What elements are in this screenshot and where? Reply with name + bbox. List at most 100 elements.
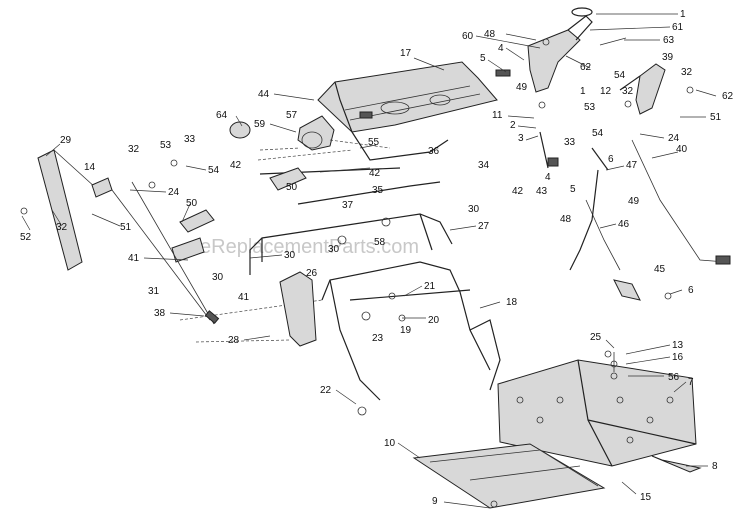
callout-27: 27 (478, 221, 490, 232)
callout-2: 2 (510, 120, 516, 131)
transmission-housing-part (497, 352, 702, 473)
callout-50-a: 50 (286, 182, 298, 193)
callout-46: 46 (618, 219, 630, 230)
callout-24-a: 24 (668, 133, 680, 144)
callout-17: 17 (400, 48, 412, 59)
callout-4-b: 4 (545, 172, 551, 183)
callout-64: 64 (216, 110, 228, 121)
right-handle-grip-part (619, 63, 666, 115)
callout-49-a: 49 (516, 82, 528, 93)
callout-42-a: 42 (230, 160, 242, 171)
callout-60: 60 (462, 31, 474, 42)
callout-40: 40 (676, 144, 688, 155)
callout-30-c: 30 (284, 250, 296, 261)
callout-6-b: 6 (688, 285, 694, 296)
control-cables-part (111, 139, 731, 325)
lower-handle-frame-part (179, 261, 501, 401)
callout-29: 29 (60, 135, 72, 146)
callout-14: 14 (84, 162, 96, 173)
callout-5-b: 5 (570, 184, 576, 195)
callout-52: 52 (20, 232, 32, 243)
callout-16: 16 (672, 352, 684, 363)
callout-48-b: 48 (560, 214, 572, 225)
hardware-part (20, 38, 694, 416)
bottom-cover-plate-part (412, 443, 606, 509)
callout-24-b: 24 (168, 187, 180, 198)
callout-38: 38 (154, 308, 166, 319)
callout-21: 21 (424, 281, 436, 292)
callout-43: 43 (536, 186, 548, 197)
callout-1: 1 (680, 9, 686, 20)
callout-6-a: 6 (608, 154, 614, 165)
callout-63: 63 (663, 35, 675, 46)
callout-32-c: 32 (128, 144, 140, 155)
callout-31: 31 (148, 286, 160, 297)
callout-47: 47 (626, 160, 638, 171)
left-handle-tube-part (37, 149, 97, 271)
callout-30-d: 30 (212, 272, 224, 283)
callout-11: 11 (492, 110, 503, 121)
callout-62-a: 62 (580, 62, 592, 73)
interlock-bar-part (257, 131, 449, 161)
upper-handle-part (249, 213, 453, 275)
callout-50-b: 50 (186, 198, 198, 209)
callout-59: 59 (254, 119, 266, 130)
callout-61: 61 (672, 22, 684, 33)
handle-side-panel-part (195, 271, 317, 347)
callout-5: 5 (480, 53, 486, 64)
callout-12: 12 (600, 86, 612, 97)
callout-26: 26 (306, 268, 318, 279)
callout-51-b: 51 (120, 222, 132, 233)
callout-20: 20 (428, 315, 440, 326)
callout-44: 44 (258, 89, 270, 100)
callout-36: 36 (428, 146, 440, 157)
control-bracket-part (495, 7, 627, 93)
callout-1-b: 1 (580, 86, 586, 97)
callout-41-b: 41 (238, 292, 250, 303)
callout-49-b: 49 (628, 196, 640, 207)
callout-51-a: 51 (710, 112, 722, 123)
callout-22: 22 (320, 385, 332, 396)
callout-53-a: 53 (584, 102, 596, 113)
shift-lever-part (539, 131, 609, 271)
callout-33-b: 33 (184, 134, 196, 145)
callout-41-a: 41 (128, 253, 140, 264)
callout-28: 28 (228, 335, 240, 346)
callout-54-b: 54 (592, 128, 604, 139)
callout-55: 55 (368, 137, 380, 148)
callout-7: 7 (688, 377, 694, 388)
callout-33-a: 33 (564, 137, 576, 148)
callout-48: 48 (484, 29, 496, 40)
callout-18: 18 (506, 297, 518, 308)
callout-45: 45 (654, 264, 666, 275)
callout-62-b: 62 (722, 91, 734, 102)
callout-4: 4 (498, 43, 504, 54)
callout-15: 15 (640, 492, 652, 503)
callout-37: 37 (342, 200, 354, 211)
callout-53-b: 53 (160, 140, 172, 151)
callout-32-b: 32 (622, 86, 634, 97)
left-grip-parts (91, 177, 215, 263)
callout-57: 57 (286, 110, 298, 121)
callout-35: 35 (372, 185, 384, 196)
callout-32-top: 32 (681, 67, 693, 78)
callout-54-c: 54 (208, 165, 220, 176)
callout-42-c: 42 (512, 186, 524, 197)
parts-drawing (20, 7, 731, 509)
callout-32-d: 32 (56, 222, 68, 233)
callout-58: 58 (374, 237, 386, 248)
callout-30-b: 30 (328, 244, 340, 255)
callout-9: 9 (432, 496, 438, 507)
callout-34: 34 (478, 160, 490, 171)
callout-56: 56 (668, 372, 680, 383)
callout-39: 39 (662, 52, 674, 63)
callout-25: 25 (590, 332, 602, 343)
callout-13: 13 (672, 340, 684, 351)
callout-54-a: 54 (614, 70, 626, 81)
speed-control-part (229, 115, 391, 151)
callout-19: 19 (400, 325, 412, 336)
callout-8: 8 (712, 461, 718, 472)
callout-10: 10 (384, 438, 396, 449)
callout-3: 3 (518, 133, 524, 144)
